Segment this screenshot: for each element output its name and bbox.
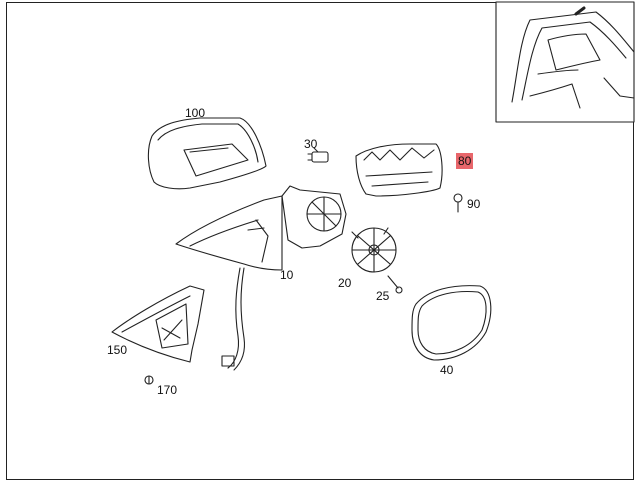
car-locator-inset <box>495 1 635 123</box>
part-label-10[interactable]: 10 <box>280 268 294 282</box>
part-80-indicator-housing <box>355 143 443 197</box>
part-10-housing-shape <box>175 185 347 371</box>
part-label-40[interactable]: 40 <box>440 363 454 377</box>
part-label-25[interactable]: 25 <box>376 289 390 303</box>
part-label-20[interactable]: 20 <box>338 276 352 290</box>
part-label-90[interactable]: 90 <box>467 197 481 211</box>
part-label-170[interactable]: 170 <box>157 383 178 397</box>
part-label-150[interactable]: 150 <box>107 343 128 357</box>
part-25-screw-shape <box>387 275 403 294</box>
part-100-cover-shape <box>147 117 267 190</box>
part-90-screw-shape <box>453 193 463 213</box>
part-150-trim-shape <box>111 285 205 363</box>
part-40-mirror-glass <box>411 285 492 361</box>
part-label-30[interactable]: 30 <box>304 137 318 151</box>
part-30-bulb-shape <box>307 147 329 163</box>
part-170-screw-shape <box>144 375 154 385</box>
part-label-80[interactable]: 80 <box>456 153 474 169</box>
part-20-motor-shape <box>351 227 397 273</box>
part-label-100[interactable]: 100 <box>185 106 206 120</box>
